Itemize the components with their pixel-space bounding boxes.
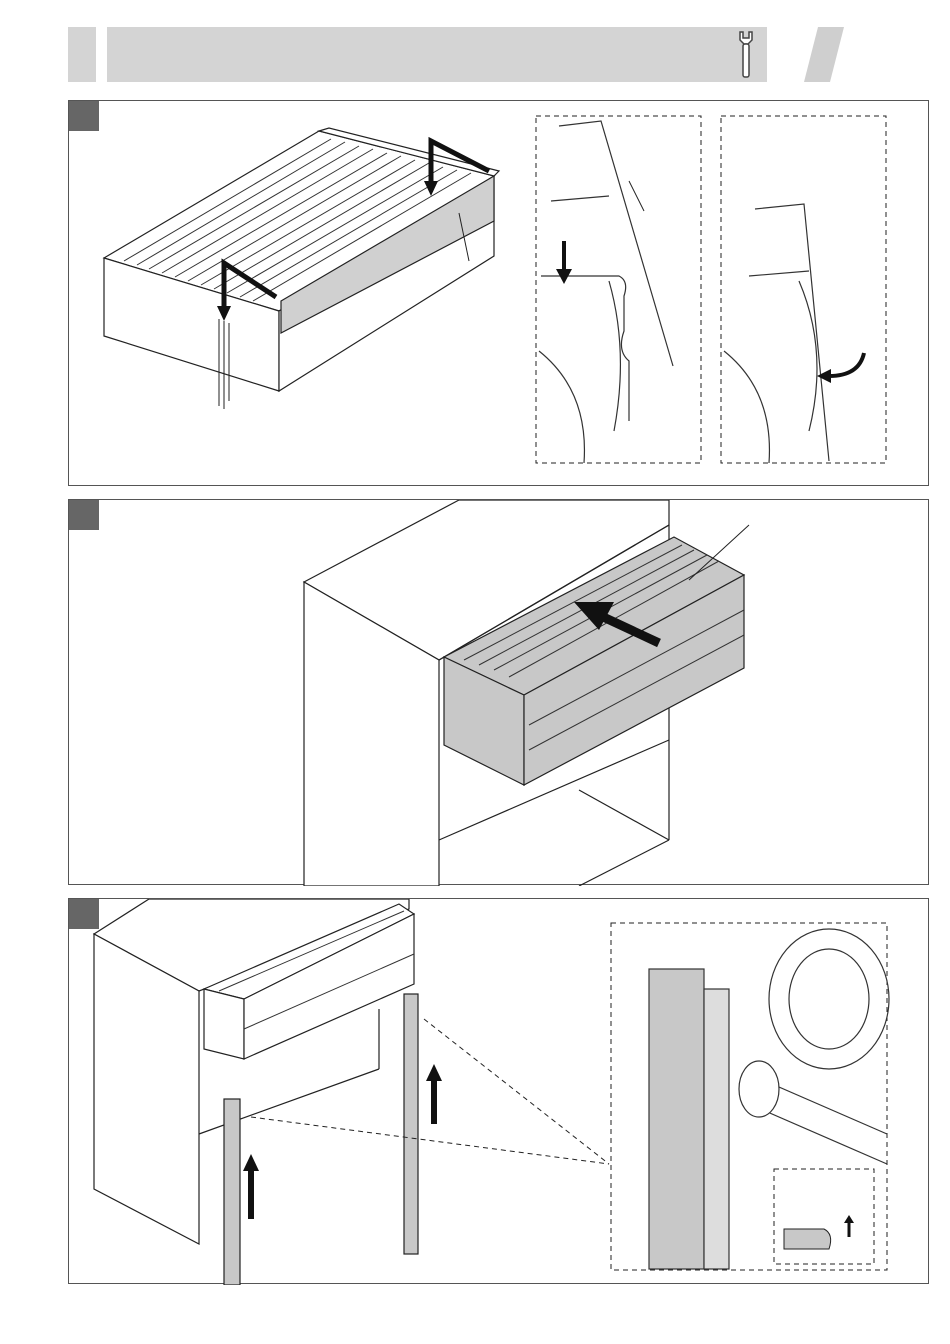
step-3-panel — [68, 898, 929, 1284]
detail-b-profile — [724, 204, 829, 463]
header-left-block — [68, 27, 96, 82]
step-2-panel — [68, 499, 929, 885]
right-column — [404, 994, 442, 1254]
header-title-bar — [107, 27, 767, 82]
sub-detail-frame — [774, 1169, 874, 1264]
step-2-illustration — [69, 500, 930, 886]
detail-a-profile — [539, 121, 673, 463]
left-column — [224, 1099, 259, 1285]
step-1-panel — [68, 100, 929, 486]
step-1-illustration — [69, 101, 930, 487]
step-3-illustration — [69, 899, 930, 1285]
wrench-icon — [734, 30, 758, 80]
detail-clip — [649, 929, 889, 1269]
detail-a-frame — [536, 116, 701, 463]
detail-b-frame — [721, 116, 886, 463]
header-slash-mark — [804, 27, 844, 82]
